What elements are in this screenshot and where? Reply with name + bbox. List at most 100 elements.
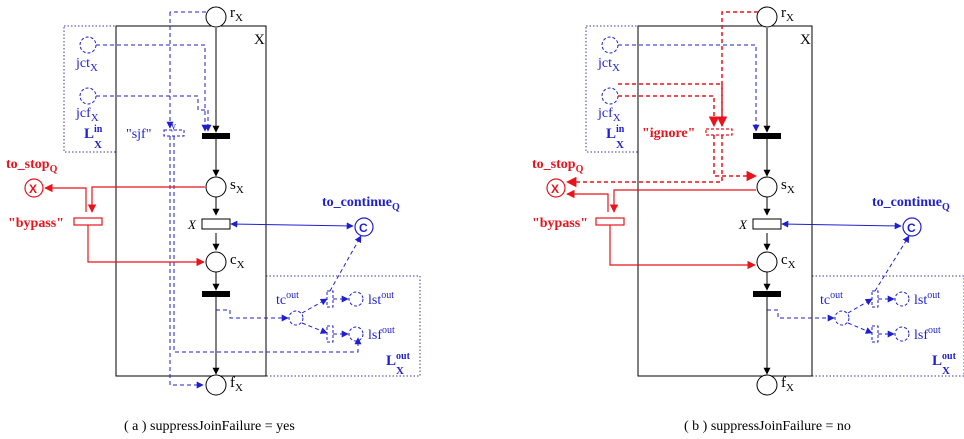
sjf-label: "sjf" xyxy=(126,127,151,142)
place-s-label: s xyxy=(781,177,787,193)
svg-text:lsfout: lsfout xyxy=(914,325,941,343)
lst-label: lst xyxy=(914,293,927,308)
lout-region xyxy=(265,275,421,377)
activity-transition-label: X xyxy=(187,217,197,232)
place-c-sub: X xyxy=(237,259,245,271)
jct-sub: X xyxy=(612,62,620,74)
place-jcf xyxy=(601,87,619,105)
activity-transition xyxy=(201,218,231,230)
svg-text:rX: rX xyxy=(230,5,243,24)
svg-text:jctX: jctX xyxy=(597,56,620,74)
svg-text:jctX: jctX xyxy=(75,56,98,74)
activity-transition-label: X xyxy=(738,217,748,232)
svg-text:to_stopQ: to_stopQ xyxy=(6,157,58,175)
svg-text:Lin: Lin xyxy=(84,124,103,142)
lst-sup: out xyxy=(927,290,940,301)
svg-text:rX: rX xyxy=(781,5,794,24)
ignore-label: "ignore" xyxy=(642,126,695,141)
lsf-sup: out xyxy=(928,325,941,336)
svg-text:jcfX: jcfX xyxy=(597,106,621,124)
place-jcf xyxy=(79,87,97,105)
place-c-sub: X xyxy=(788,259,796,271)
caption-a: ( a ) suppressJoinFailure = yes xyxy=(124,419,295,434)
svg-text:fX: fX xyxy=(230,375,243,394)
tc-sup: out xyxy=(286,290,299,301)
svg-text:to_continueQ: to_continueQ xyxy=(872,195,950,213)
svg-text:to_stopQ: to_stopQ xyxy=(532,157,584,175)
place-lsf xyxy=(894,326,910,342)
place-r-label: r xyxy=(781,5,786,21)
caption-b: ( b ) suppressJoinFailure = no xyxy=(684,419,851,434)
place-r-sub: X xyxy=(235,12,243,24)
place-r-sub: X xyxy=(786,12,794,24)
lsf-label: lsf xyxy=(914,328,928,343)
ignore-transition xyxy=(705,128,733,136)
lin-label: L xyxy=(606,126,616,142)
lout-label: L xyxy=(386,353,396,369)
to-continue-place xyxy=(354,217,374,237)
place-f-sub: X xyxy=(235,382,243,394)
jct-label: jct xyxy=(597,56,612,71)
activity-box xyxy=(115,25,267,377)
place-c xyxy=(205,251,227,273)
to-continue-label: to_continue xyxy=(872,195,942,210)
svg-text:fX: fX xyxy=(781,375,794,394)
join-transition xyxy=(753,133,781,139)
svg-text:cX: cX xyxy=(230,252,245,271)
tc-label: tc xyxy=(820,293,830,308)
exit-transition xyxy=(202,291,230,297)
to-stop-label: to_stop xyxy=(6,157,50,172)
lst-label: lst xyxy=(368,293,381,308)
sjf-small: y xyxy=(171,121,176,132)
to-continue-label: to_continue xyxy=(322,195,392,210)
lsf-transition xyxy=(326,325,334,343)
lin-sup: in xyxy=(616,124,625,135)
to-stop-glyph: X xyxy=(551,182,559,196)
place-s xyxy=(756,176,778,198)
place-tc xyxy=(834,310,850,326)
to-continue-sub: Q xyxy=(942,202,950,213)
lin-region xyxy=(585,25,639,153)
lst-transition xyxy=(326,290,334,308)
jcf-sub: X xyxy=(613,112,621,124)
place-r xyxy=(756,6,778,28)
svg-text:sX: sX xyxy=(230,177,244,196)
svg-text:to_continueQ: to_continueQ xyxy=(322,195,400,213)
svg-text:Lin: Lin xyxy=(606,124,625,142)
bypass-transition xyxy=(73,217,103,226)
lin-sup: in xyxy=(94,124,103,135)
lsf-sup: out xyxy=(382,325,395,336)
place-r xyxy=(205,6,227,28)
lin-region xyxy=(63,25,117,153)
panel-b: X rX sX cX fX X jctX jcfX Lin X "ignore" xyxy=(532,5,964,434)
place-lst xyxy=(894,291,910,307)
lout-sup: out xyxy=(942,351,957,362)
svg-text:lstout: lstout xyxy=(368,290,394,308)
panel-a: X rX sX cX fX X jctX jcfX Lin X xyxy=(6,5,421,434)
svg-text:Lout: Lout xyxy=(932,351,957,369)
to-stop-label: to_stop xyxy=(532,157,576,172)
place-f-sub: X xyxy=(786,382,794,394)
lout-sub: X xyxy=(396,365,404,377)
place-c-label: c xyxy=(230,252,237,268)
place-lsf xyxy=(348,326,364,342)
jct-sub: X xyxy=(90,62,98,74)
place-lst xyxy=(348,291,364,307)
place-s-label: s xyxy=(230,177,236,193)
to-stop-place xyxy=(24,178,44,198)
to-stop-glyph: X xyxy=(29,182,37,196)
place-f-label: f xyxy=(230,375,235,391)
place-c-label: c xyxy=(781,252,788,268)
lst-transition xyxy=(871,290,879,308)
jcf-label: jcf xyxy=(75,106,91,121)
lin-sub: X xyxy=(616,139,624,151)
bypass-label: "bypass" xyxy=(8,216,64,231)
to-continue-place xyxy=(902,217,922,237)
place-jct xyxy=(79,36,97,54)
activity-transition xyxy=(752,218,782,230)
activity-box xyxy=(637,25,813,377)
place-s xyxy=(205,176,227,198)
place-jct xyxy=(601,36,619,54)
lout-sup: out xyxy=(396,351,411,362)
